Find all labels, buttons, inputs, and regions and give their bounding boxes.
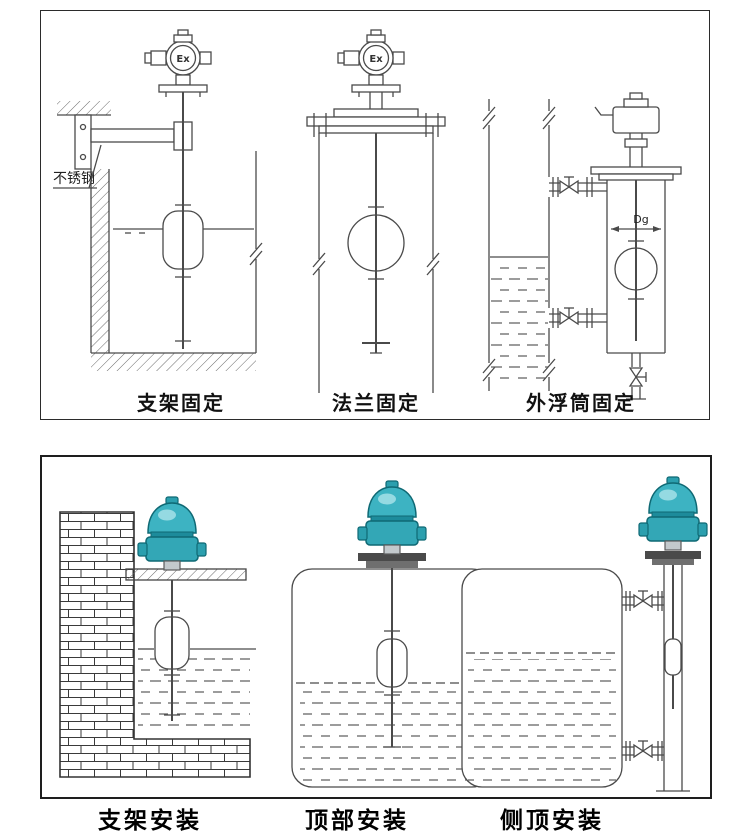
caption-bracket-fixing: 支架固定 xyxy=(137,391,225,415)
diagram-side-top-install xyxy=(461,476,708,797)
dg-label: Dg xyxy=(633,213,648,226)
caption-external-chamber-fixing: 外浮筒固定 xyxy=(526,391,636,415)
bracket-arm xyxy=(90,128,175,143)
diagram-flange-fixing xyxy=(306,29,446,393)
caption-bracket-install: 支架安装 xyxy=(98,808,202,834)
diagram-external-chamber-fixing: Dg xyxy=(482,92,682,400)
transmitter-head xyxy=(612,106,660,134)
brick-wall xyxy=(59,511,251,778)
caption-flange-fixing: 法兰固定 xyxy=(332,391,420,415)
transmitter-head xyxy=(137,496,207,571)
transmitter-head xyxy=(144,29,212,98)
bottom-diagrams xyxy=(59,476,708,797)
diagram-bracket-fixing: 不锈钢 xyxy=(53,29,263,371)
caption-side-top-install: 侧顶安装 xyxy=(500,808,604,834)
diagram-top-install xyxy=(291,480,493,788)
caption-top-install: 顶部安装 xyxy=(305,808,409,834)
top-panel: 不锈钢 xyxy=(40,10,710,420)
drain-valve xyxy=(629,367,647,387)
float xyxy=(664,638,682,676)
mounting-platform xyxy=(125,568,247,581)
flange xyxy=(306,116,446,127)
transmitter-head xyxy=(337,29,405,98)
diagram-bracket-install xyxy=(59,496,256,778)
transmitter-head xyxy=(638,476,708,551)
transmitter-head xyxy=(357,480,427,555)
top-diagrams: 不锈钢 xyxy=(53,29,682,400)
stainless-steel-label: 不锈钢 xyxy=(53,171,95,187)
bottom-panel xyxy=(40,455,712,799)
